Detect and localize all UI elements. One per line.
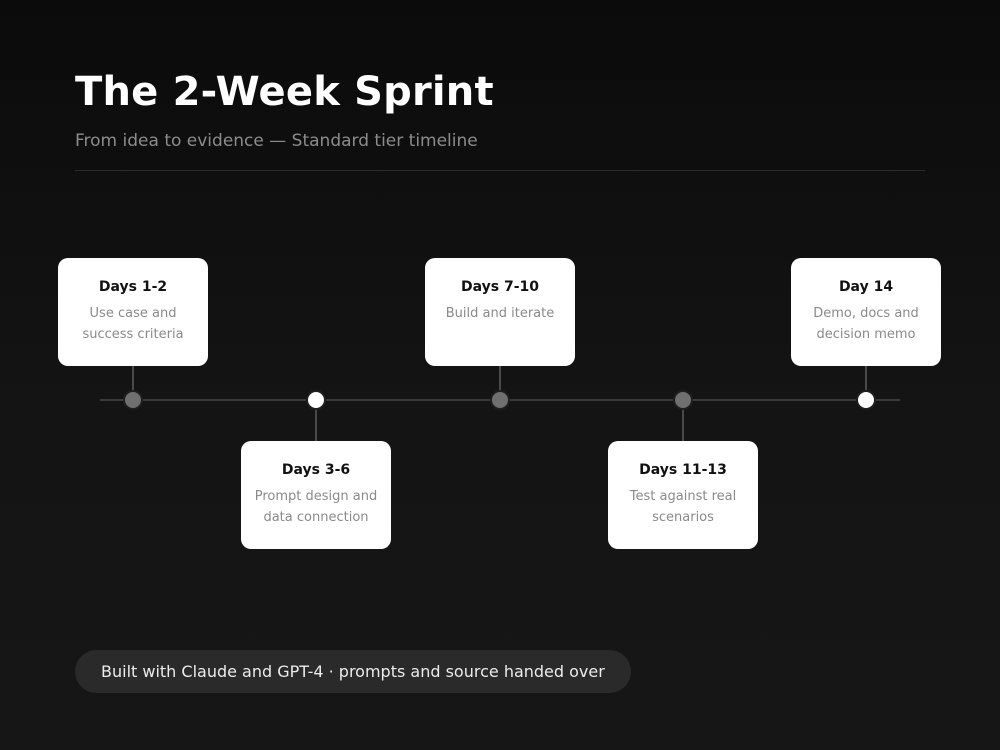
milestone-title: Day 14 [838, 279, 894, 295]
milestone-card-day-14: Day 14 Demo, docs and decision memo [791, 258, 941, 366]
milestone-connector [682, 400, 684, 441]
milestone-connector [132, 366, 134, 400]
milestone-connector [499, 366, 501, 400]
page-subtitle: From idea to evidence — Standard tier ti… [75, 131, 478, 151]
milestone-title: Days 11-13 [639, 462, 727, 478]
milestone-node [673, 390, 693, 410]
footer-note-pill: Built with Claude and GPT-4 · prompts an… [75, 650, 631, 693]
milestone-description: Demo, docs and decision memo [813, 306, 919, 342]
milestone-title: Days 3-6 [281, 462, 351, 478]
milestone-title: Days 7-10 [460, 279, 539, 295]
milestone-title: Days 1-2 [98, 279, 168, 295]
page-header: The 2-Week Sprint From idea to evidence … [75, 62, 925, 152]
milestone-description: Prompt design and data connection [254, 489, 378, 525]
milestone-description: Test against real scenarios [629, 489, 737, 525]
milestone-connector [865, 366, 867, 400]
milestone-node [490, 390, 510, 410]
milestone-node [123, 390, 143, 410]
milestone-node [306, 390, 326, 410]
milestone-description: Use case and success criteria [82, 306, 184, 342]
milestone-description: Build and iterate [445, 306, 555, 321]
milestone-connector [315, 400, 317, 441]
header-divider [75, 170, 925, 171]
milestone-node [856, 390, 876, 410]
footer-note-text: Built with Claude and GPT-4 · prompts an… [101, 662, 605, 681]
page-title: The 2-Week Sprint [75, 69, 494, 115]
